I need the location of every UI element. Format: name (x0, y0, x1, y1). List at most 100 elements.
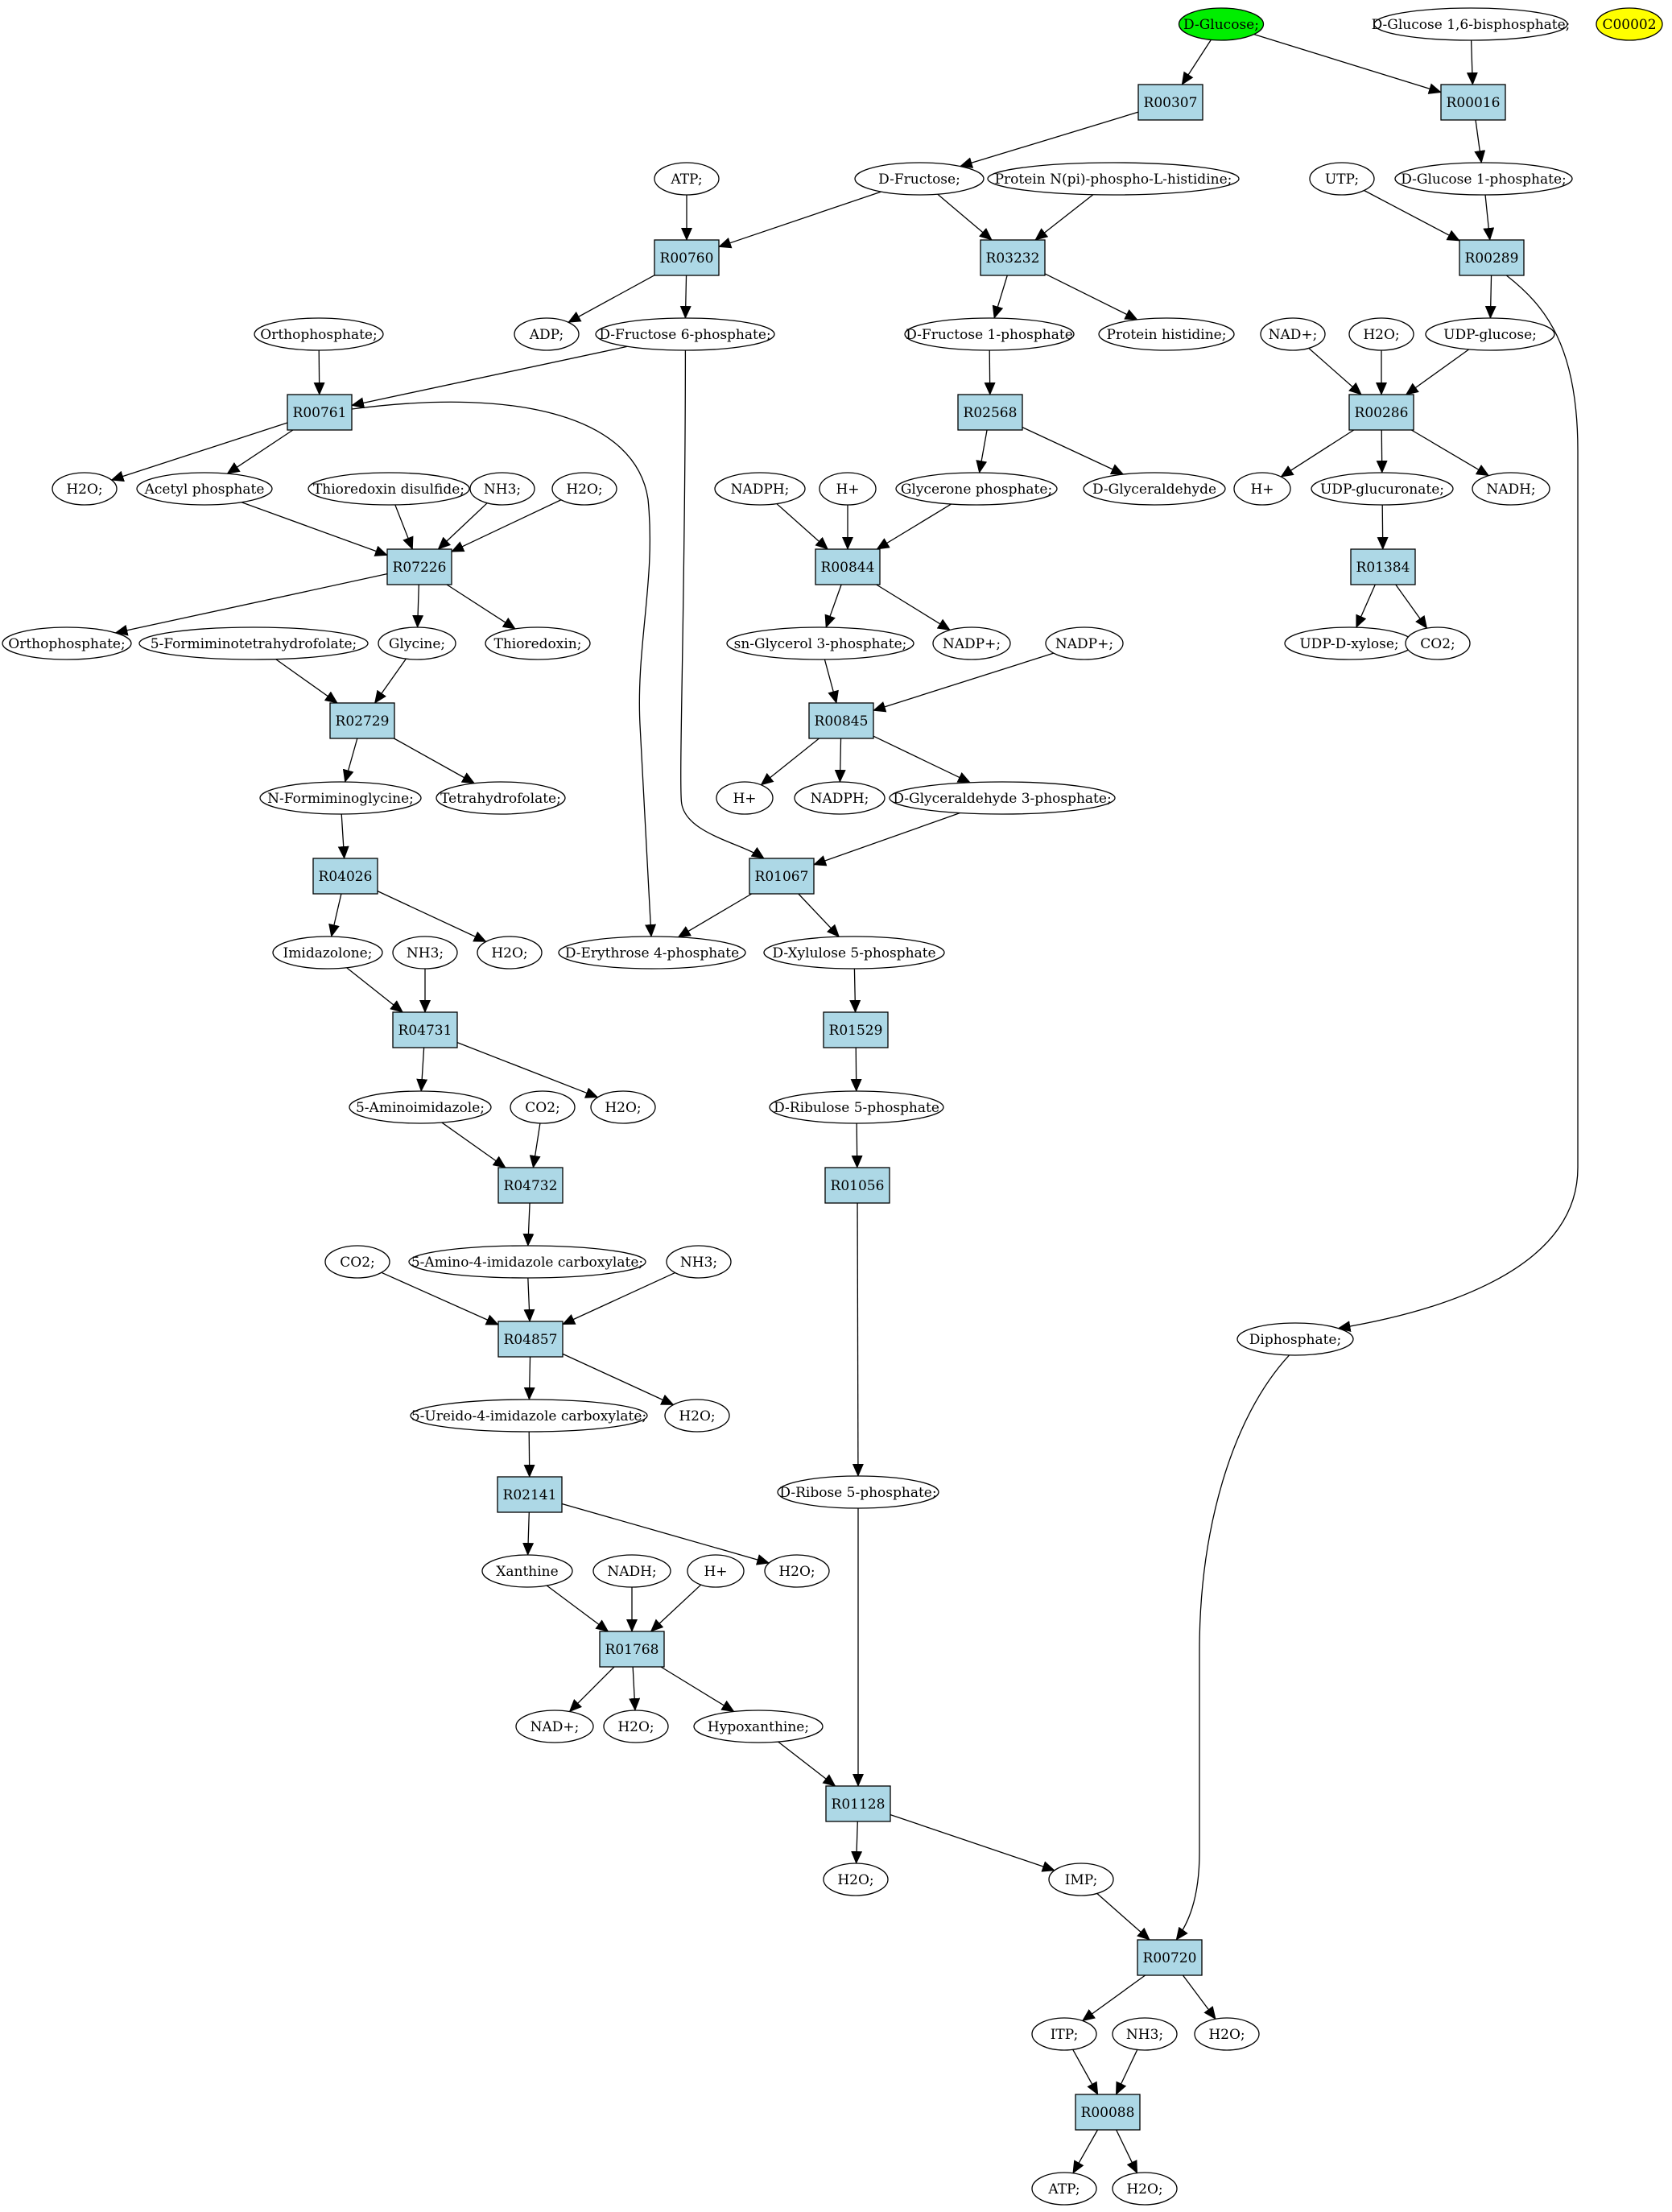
edge-r00844-to-snglyc3p (824, 584, 842, 628)
compound-ellipse (308, 472, 470, 506)
compound-node-utp: UTP; (1309, 162, 1375, 196)
edge-r01384-to-udpxyl (1356, 584, 1376, 629)
edge-g3p-to-r01067 (813, 812, 960, 866)
edge-r02568-to-glyceraldehyde (1022, 427, 1125, 475)
reaction-box (815, 548, 881, 585)
node-label: R00289 (1465, 250, 1519, 267)
reaction-node-r00844: R00844 (815, 548, 881, 585)
compound-node-c00002: C00002 (1596, 7, 1663, 41)
compound-ellipse (1405, 626, 1471, 660)
compound-ellipse (1178, 7, 1265, 41)
reaction-node-r00289: R00289 (1459, 239, 1525, 276)
node-label: NADH; (607, 1564, 656, 1580)
node-label: H+ (733, 791, 756, 807)
reaction-node-r00761: R00761 (287, 394, 353, 431)
edge-r01067-to-x5p (798, 893, 840, 938)
compound-node-ribose5p: D-Ribose 5-phosphate; (777, 1475, 939, 1509)
compound-ellipse (1260, 317, 1326, 351)
compound-node-atp2: ATP; (1031, 2172, 1097, 2206)
node-label: ITP; (1051, 2027, 1079, 2043)
compound-node-adp: ADP; (514, 317, 580, 351)
compound-ellipse (932, 626, 1011, 660)
compound-ellipse (895, 472, 1058, 506)
compound-ellipse (408, 1245, 646, 1279)
compound-node-udpglcur: UDP-glucuronate; (1311, 472, 1454, 506)
node-label: R00761 (293, 405, 347, 421)
node-label: D-Glyceraldehyde (1092, 482, 1216, 498)
compound-node-nh3_c: NH3; (666, 1245, 732, 1279)
compound-ellipse (2, 626, 132, 660)
edge-r01768-to-h2o_h (629, 1666, 641, 1712)
node-label: Xanthine (496, 1564, 558, 1580)
reaction-box (824, 1167, 890, 1204)
node-label: NH3; (1126, 2027, 1163, 2043)
node-label: D-Fructose; (878, 172, 960, 188)
compound-node-h2o_d: H2O; (477, 936, 543, 970)
compound-ellipse (664, 1399, 730, 1433)
reaction-node-r04732: R04732 (497, 1167, 564, 1204)
reaction-box (1137, 84, 1203, 121)
node-label: N-Formiminoglycine; (267, 791, 414, 807)
compound-ellipse (1031, 2172, 1097, 2206)
compound-node-udpglc: UDP-glucose; (1425, 317, 1555, 351)
compound-ellipse (1098, 317, 1235, 351)
edge-snglyc3p-to-r00845 (824, 659, 839, 704)
compound-node-glyceraldehyde: D-Glyceraldehyde (1083, 472, 1226, 506)
edge-glc16bp-to-r00016 (1466, 39, 1478, 85)
node-label: D-Erythrose 4-phosphate (565, 945, 739, 961)
reaction-node-r04857: R04857 (497, 1321, 564, 1358)
edge-r04732-to-aicarbox (522, 1202, 535, 1247)
reaction-node-r00307: R00307 (1137, 84, 1203, 121)
node-label: H2O; (1126, 2181, 1162, 2198)
compound-ellipse (551, 472, 617, 506)
node-label: R00016 (1447, 95, 1501, 111)
node-label: NADPH; (731, 482, 790, 498)
compound-ellipse (1311, 472, 1454, 506)
compound-ellipse (469, 472, 535, 506)
node-label: D-Fructose 6-phosphate; (599, 327, 770, 343)
reaction-box (287, 394, 353, 431)
compound-ellipse (654, 162, 720, 196)
compound-node-fructose: D-Fructose; (854, 162, 985, 196)
compound-node-nadh1: NADH; (1472, 472, 1550, 506)
reaction-box (497, 1321, 564, 1358)
compound-node-co2_c: CO2; (324, 1245, 390, 1279)
reaction-node-r04731: R04731 (392, 1011, 458, 1048)
edge-fructose-to-r00760 (718, 191, 881, 249)
reaction-node-r02729: R02729 (329, 702, 395, 739)
compound-ellipse (1031, 2017, 1097, 2051)
compound-ellipse (819, 472, 877, 506)
reaction-box (749, 858, 815, 895)
compound-node-hypoxanthine: Hypoxanthine; (693, 1710, 824, 1743)
reaction-node-r00088: R00088 (1075, 2094, 1141, 2131)
node-label: NADP+; (1055, 636, 1113, 652)
node-label: NAD+; (530, 1719, 580, 1735)
compound-node-glucose: D-Glucose; (1178, 7, 1265, 41)
reaction-node-r07226: R07226 (386, 548, 452, 585)
node-label: H2O; (66, 482, 102, 498)
node-label: R00286 (1355, 405, 1409, 421)
compound-ellipse (1309, 162, 1375, 196)
node-label: R00720 (1143, 1950, 1197, 1966)
reaction-node-r01384: R01384 (1350, 548, 1416, 585)
edge-diphosphate-to-r00720 (1175, 1354, 1290, 1941)
node-label: IMP; (1065, 1872, 1098, 1888)
compound-node-nadpplus2: NADP+; (1045, 626, 1124, 660)
compound-node-nadph1: NADPH; (714, 472, 806, 506)
node-label: R04026 (319, 869, 373, 885)
edge-r03232-to-f1p (992, 275, 1008, 319)
node-label: NADP+; (943, 636, 1001, 652)
node-label: R01067 (755, 869, 809, 885)
node-label: H2O; (491, 945, 527, 961)
reaction-box (599, 1631, 665, 1668)
reaction-box (497, 1167, 564, 1204)
node-label: R04732 (504, 1178, 558, 1194)
compound-ellipse (823, 1863, 889, 1896)
edge-r01768-to-hypoxanthine (660, 1666, 735, 1713)
edge-formimino-to-r02729 (275, 659, 338, 704)
node-label: R00760 (660, 250, 714, 267)
compound-ellipse (52, 472, 118, 506)
edge-imp-to-r00720 (1096, 1892, 1150, 1941)
compound-ellipse (777, 1475, 939, 1509)
node-label: 5-Aminoimidazole; (356, 1100, 485, 1116)
